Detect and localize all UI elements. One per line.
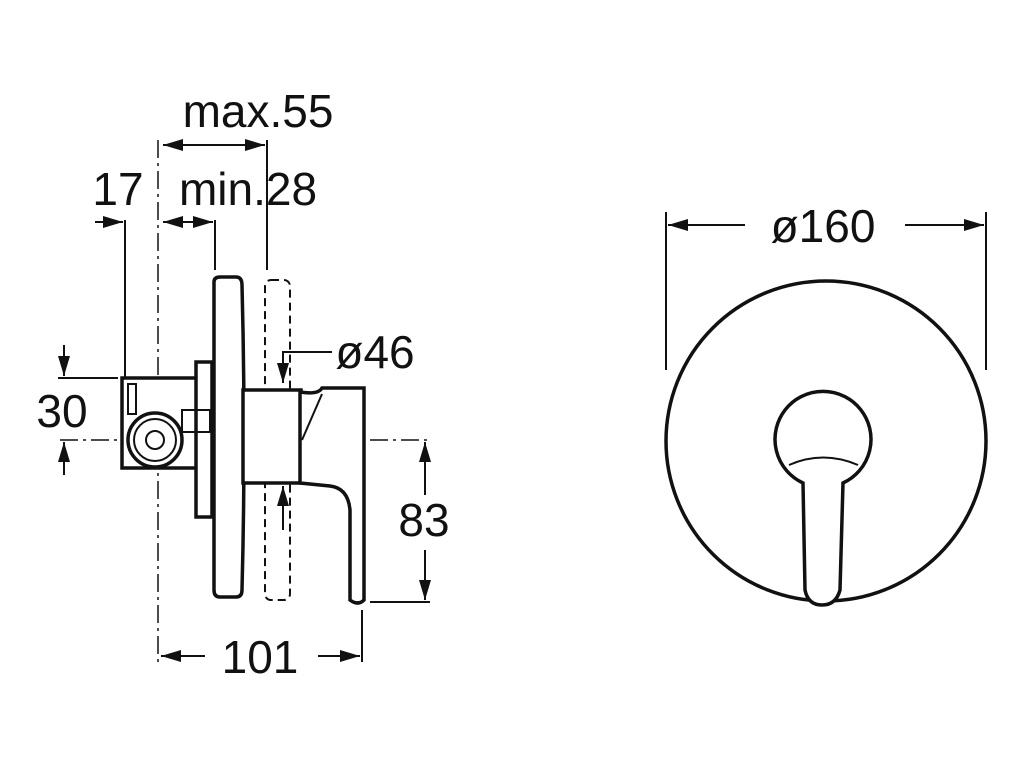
dim-max-depth: max.55: [183, 85, 334, 137]
dim-diameter: ø46: [335, 326, 414, 378]
side-view: max.55 17 min.28 30 ø46 83 101: [36, 85, 449, 683]
lever-handle-front: [773, 389, 873, 607]
front-view: ø160: [664, 200, 988, 607]
dim-total-length: 101: [222, 631, 299, 683]
dim-offset: 17: [92, 163, 143, 215]
dimensions-side: max.55 17 min.28 30 ø46 83 101: [36, 85, 449, 683]
cartridge-cylinder: [241, 388, 303, 485]
valve-body: [120, 360, 214, 519]
dim-handle-height: 83: [398, 494, 449, 546]
cover-plate: [212, 275, 246, 599]
dim-min-depth: min.28: [179, 163, 317, 215]
dim-plate-diameter: ø160: [771, 200, 876, 252]
dimensions-front: ø160: [665, 200, 987, 370]
dim-body-height: 30: [36, 385, 87, 437]
lever-handle-side: [298, 386, 366, 605]
